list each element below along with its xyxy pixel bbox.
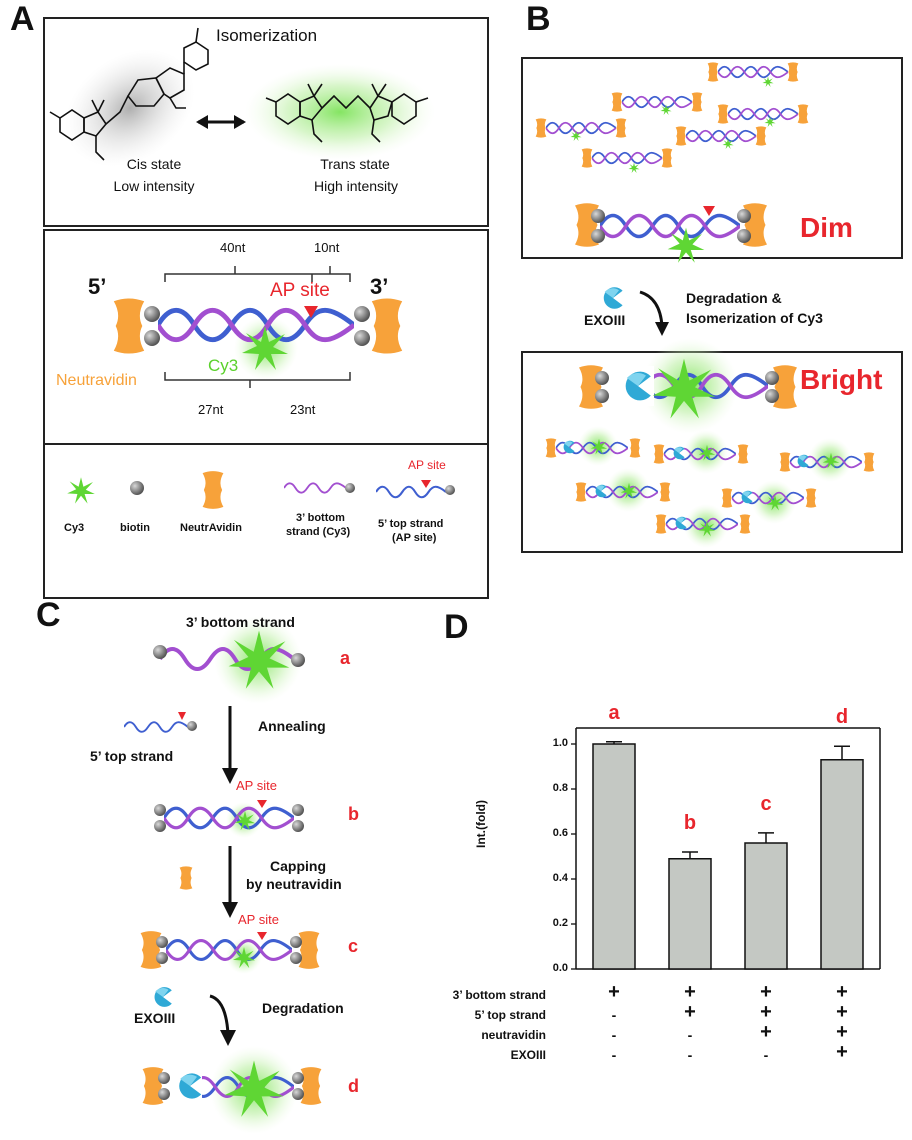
condition-sign-1-2: + [760, 1001, 772, 1023]
step-label-b: b [348, 804, 359, 824]
degradation-label: Degradation [262, 1000, 344, 1016]
cis-state-label: Cis state [126, 156, 182, 172]
bar-d [820, 759, 864, 970]
dim-duplex-group [535, 62, 809, 174]
length-brackets-bottom [164, 372, 351, 388]
length-brackets-top [164, 266, 351, 282]
condition-sign-2-1: - [687, 1027, 693, 1043]
ap-site-label-b: AP site [236, 778, 277, 793]
annealing-label: Annealing [258, 718, 326, 734]
bar-c [744, 842, 788, 970]
legend-bottom-strand-2: strand (Cy3) [286, 526, 351, 538]
condition-name-2: neutravidin [481, 1028, 546, 1042]
bottom-strand-label: 3’ bottom strand [186, 614, 295, 630]
step-label-d: d [348, 1076, 359, 1096]
condition-sign-2-2: + [760, 1021, 772, 1043]
legend-bottom-strand-1: 3’ bottom [296, 512, 345, 524]
condition-name-3: EXOIII [510, 1048, 546, 1062]
y-tick-label-0: 0.0 [552, 962, 568, 974]
condition-sign-1-0: - [611, 1007, 617, 1023]
condition-sign-3-2: - [763, 1047, 769, 1063]
cis-intensity-label: Low intensity [113, 178, 195, 194]
length-10nt: 10nt [314, 240, 340, 255]
condition-sign-2-3: + [836, 1021, 848, 1043]
condition-sign-0-0: + [608, 981, 620, 1003]
condition-sign-0-3: + [836, 981, 848, 1003]
legend-top-strand-2: (AP site) [392, 532, 437, 544]
ap-site-label: AP site [270, 280, 330, 301]
exoiii-label-b: EXOIII [584, 312, 626, 328]
bar-b [668, 858, 712, 970]
condition-sign-3-0: - [611, 1047, 617, 1063]
trans-intensity-label: High intensity [313, 178, 399, 194]
exoiii-label-c: EXOIII [134, 1010, 176, 1026]
bar-a [592, 743, 636, 970]
bar-label-b: b [683, 812, 697, 834]
trans-state-label: Trans state [320, 156, 390, 172]
top-strand-label: 5’ top strand [90, 748, 174, 764]
bright-duplex-group [545, 426, 875, 548]
neutravidin-label: Neutravidin [56, 372, 137, 389]
trans-molecule-drawing [265, 83, 429, 143]
isomerization-title: Isomerization [216, 26, 318, 45]
ap-site-label-c: AP site [238, 912, 279, 927]
panel-label-c: C [36, 596, 61, 634]
dim-label: Dim [800, 212, 853, 243]
legend-cy3: Cy3 [64, 522, 85, 534]
legend-biotin: biotin [120, 522, 150, 534]
y-tick-label-5: 1.0 [552, 737, 568, 749]
y-tick-label-2: 0.4 [552, 872, 568, 884]
capping-label-1: Capping [270, 858, 326, 874]
three-prime-end: 3’ [370, 274, 389, 299]
five-prime-end: 5’ [88, 274, 107, 299]
degradation-step-1: Degradation & [686, 290, 782, 306]
legend-ap-site: AP site [408, 458, 446, 472]
legend-top-strand-1: 5’ top strand [378, 518, 444, 530]
condition-sign-1-1: + [684, 1001, 696, 1023]
cy3-label: Cy3 [208, 356, 239, 375]
condition-sign-3-3: + [836, 1041, 848, 1063]
bar-label-c: c [760, 792, 772, 815]
condition-sign-0-1: + [684, 981, 696, 1003]
cis-molecule-drawing [49, 27, 209, 161]
bar-chart [571, 727, 881, 970]
step-label-a: a [340, 648, 351, 668]
degradation-step-2: Isomerization of Cy3 [686, 310, 823, 326]
length-27nt: 27nt [198, 402, 224, 417]
condition-name-0: 3’ bottom strand [452, 988, 546, 1002]
condition-sign-3-1: - [687, 1047, 693, 1063]
condition-sign-0-2: + [760, 981, 772, 1003]
condition-sign-2-0: - [611, 1027, 617, 1043]
panel-label-a: A [10, 0, 35, 38]
bar-label-a: a [608, 701, 620, 724]
y-tick-label-3: 0.6 [552, 827, 568, 839]
legend-neutravidin: NeutrAvidin [180, 522, 242, 534]
condition-name-1: 5’ top strand [474, 1008, 546, 1022]
panel-label-d: D [444, 608, 469, 646]
condition-sign-1-3: + [836, 1001, 848, 1023]
capping-label-2: by neutravidin [246, 876, 342, 892]
y-axis-label: Int.(fold) [474, 800, 488, 848]
y-tick-label-1: 0.2 [552, 917, 568, 929]
y-tick-label-4: 0.8 [552, 782, 568, 794]
step-label-c: c [348, 936, 359, 956]
length-40nt: 40nt [220, 240, 246, 255]
bar-label-d: d [835, 706, 849, 729]
panel-label-b: B [526, 0, 551, 38]
bright-label: Bright [800, 364, 883, 395]
length-23nt: 23nt [290, 402, 316, 417]
